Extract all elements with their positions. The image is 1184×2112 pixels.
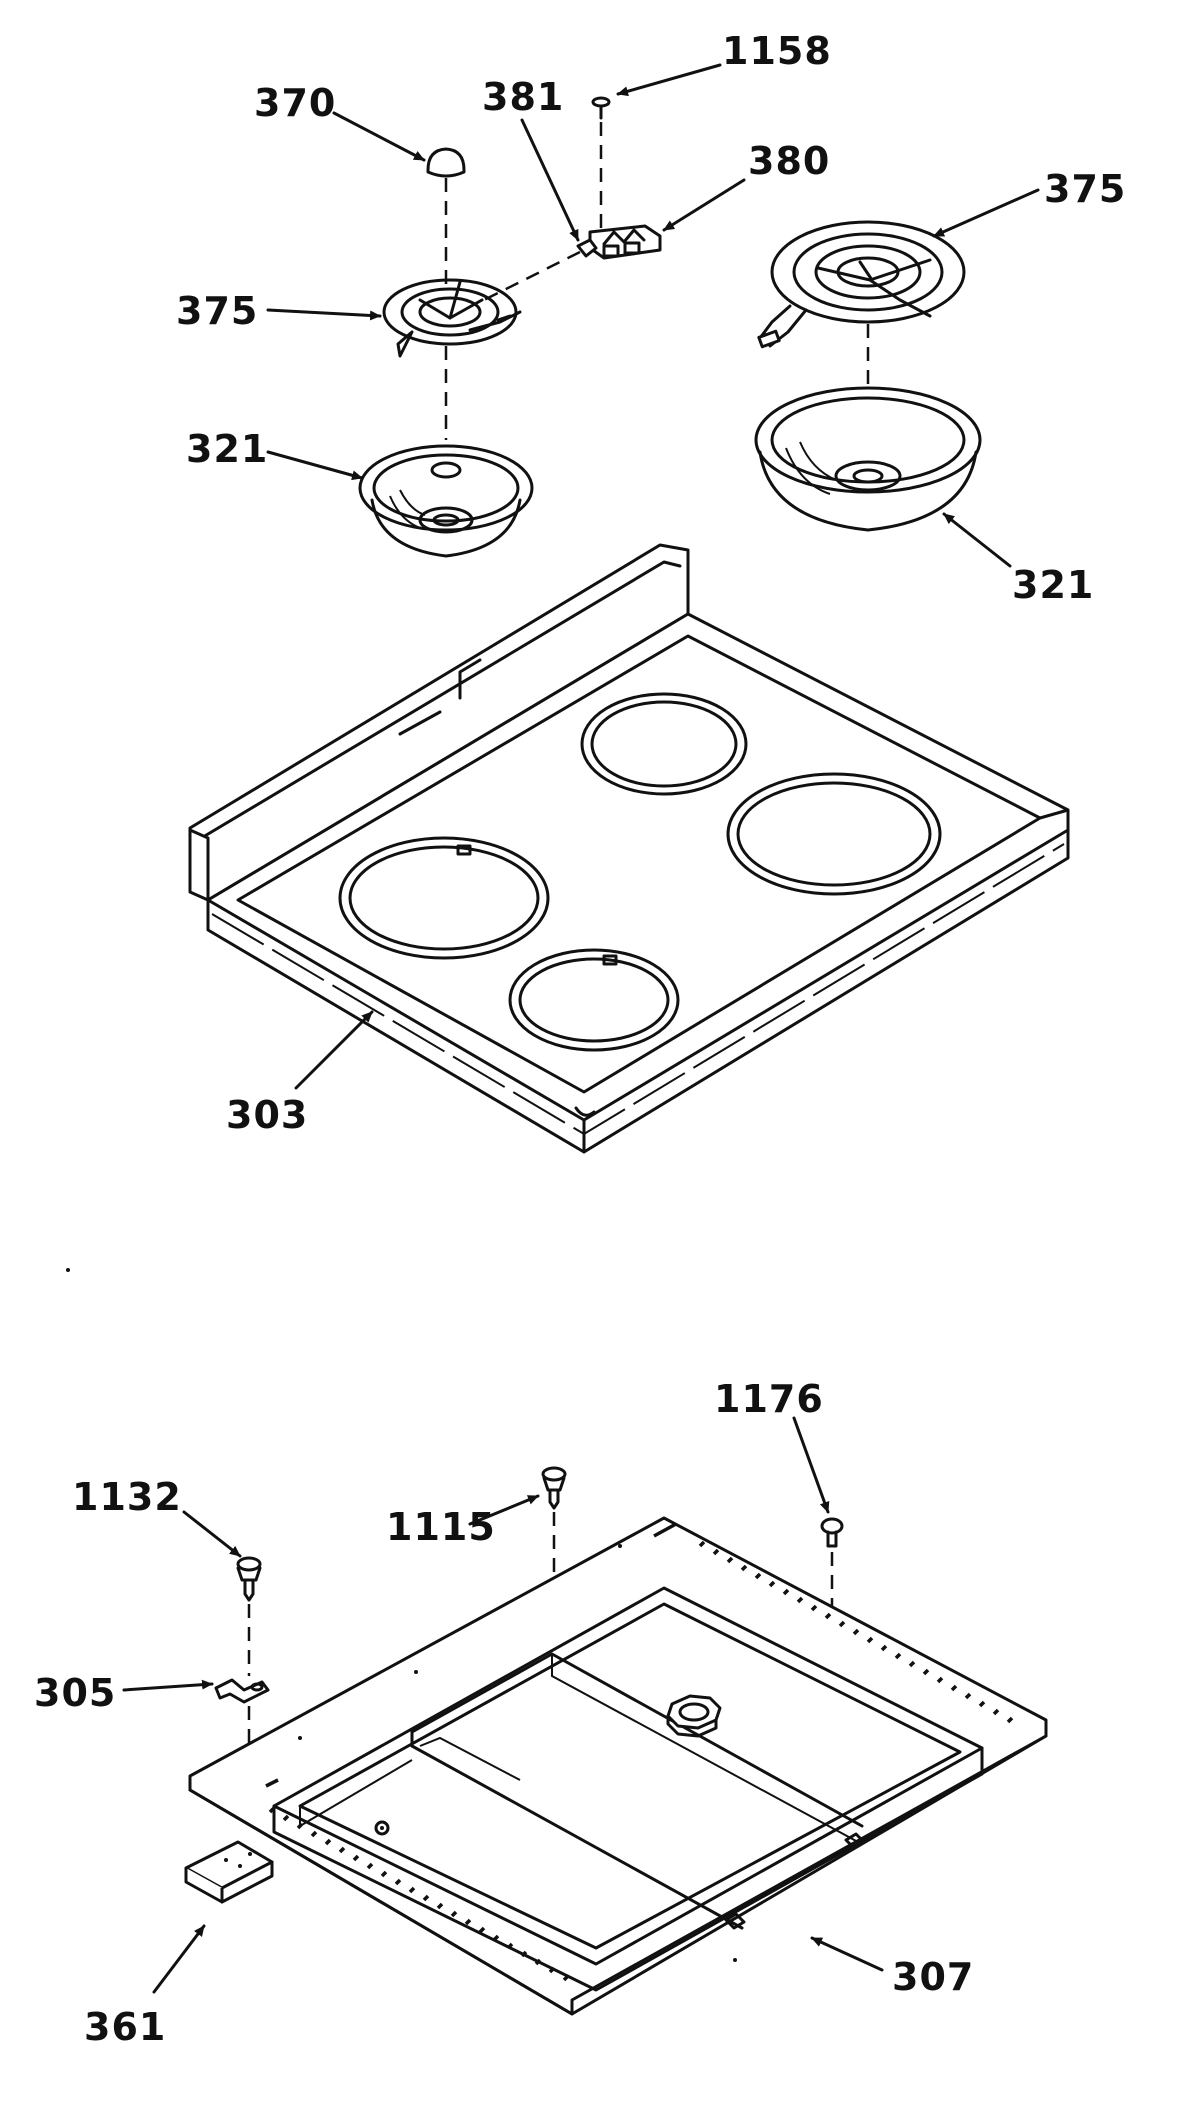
leader-375-left xyxy=(266,308,382,321)
callout-321-left: 321 xyxy=(186,427,268,471)
leader-361 xyxy=(152,1924,206,1994)
leader-1176 xyxy=(792,1416,830,1514)
leader-1158 xyxy=(616,63,722,97)
vent-slots-rear-right xyxy=(698,1540,1014,1724)
bottom-panel-307 xyxy=(188,1516,1048,2016)
callout-361: 361 xyxy=(84,2005,166,2049)
leader-375-right xyxy=(932,188,1040,238)
callout-1115: 1115 xyxy=(386,1505,496,1549)
callout-1158: 1158 xyxy=(722,29,832,73)
clip-381 xyxy=(479,238,598,304)
leader-305 xyxy=(122,1679,214,1692)
callout-303: 303 xyxy=(226,1093,308,1137)
leader-lines-top xyxy=(266,63,1040,1090)
screw-1115 xyxy=(541,1466,567,1640)
callout-305: 305 xyxy=(34,1671,116,1715)
leader-1132 xyxy=(182,1510,242,1558)
leader-303 xyxy=(294,1010,374,1090)
callout-375-left: 375 xyxy=(176,289,258,333)
large-drip-bowl-321 xyxy=(754,386,982,532)
knob-cap-370 xyxy=(426,147,466,290)
callout-1132: 1132 xyxy=(72,1475,182,1519)
cooktop-main-top-303 xyxy=(188,543,1070,1154)
opening-front-large xyxy=(338,836,550,960)
leader-321-right xyxy=(942,512,1012,568)
assembly-line-381 xyxy=(479,250,581,304)
small-drip-bowl-321 xyxy=(358,444,534,558)
callout-321-right: 321 xyxy=(1012,563,1094,607)
opening-rear-small xyxy=(580,692,748,796)
callout-307: 307 xyxy=(892,1955,974,1999)
leader-307 xyxy=(810,1936,884,1972)
vent-slots-front-left xyxy=(268,1806,570,1982)
callout-375-right: 375 xyxy=(1044,167,1126,211)
opening-rear-large xyxy=(726,772,942,896)
octagonal-fitting xyxy=(666,1694,722,1738)
opening-front-small xyxy=(508,948,680,1052)
leader-370 xyxy=(332,111,426,162)
leader-lines-bottom xyxy=(122,1416,884,1994)
leader-381 xyxy=(520,118,580,242)
leader-1115 xyxy=(468,1494,540,1526)
callout-370: 370 xyxy=(254,81,336,125)
small-surface-element-375 xyxy=(382,278,522,440)
callout-380: 380 xyxy=(748,139,830,183)
bracket-361 xyxy=(184,1840,274,1904)
screw-1158 xyxy=(591,96,611,230)
large-surface-element-375 xyxy=(757,220,966,460)
leader-321-left xyxy=(266,450,364,481)
callout-1176: 1176 xyxy=(714,1377,824,1421)
leader-380 xyxy=(662,178,746,232)
screw-1132 xyxy=(236,1556,262,1676)
callout-381: 381 xyxy=(482,75,564,119)
terminal-block-380 xyxy=(588,224,662,260)
